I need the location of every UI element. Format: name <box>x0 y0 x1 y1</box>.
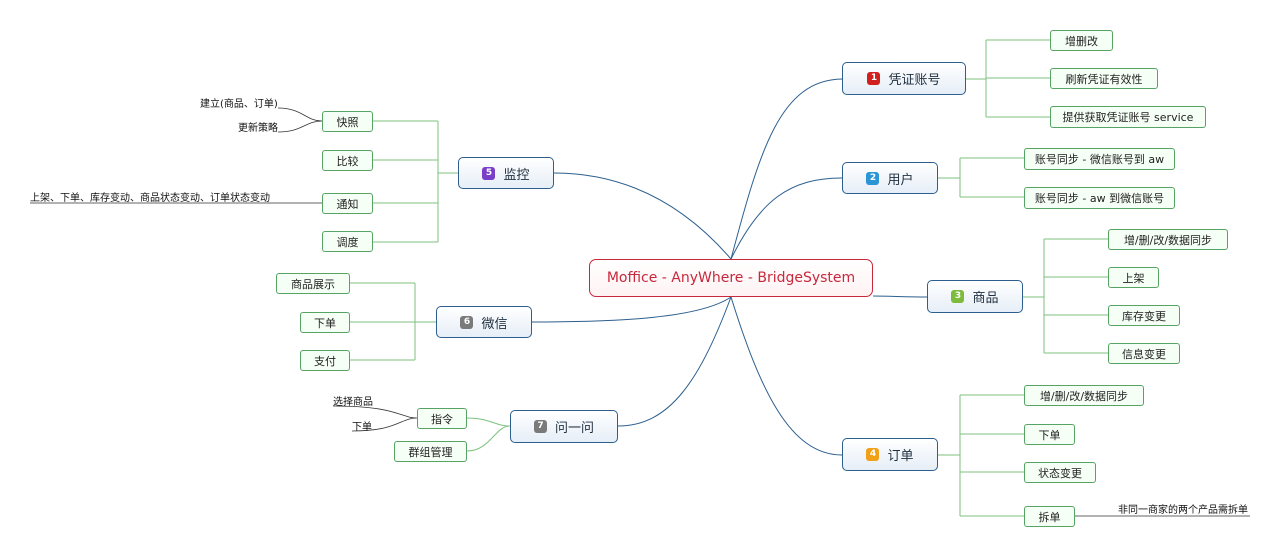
child-label: 下单 <box>314 316 336 330</box>
command-note-select-goods: 选择商品 <box>333 397 373 408</box>
child-label: 账号同步 - 微信账号到 aw <box>1034 153 1165 166</box>
branch-monitor-label: 监控 <box>503 167 530 183</box>
child-label: 通知 <box>336 197 359 211</box>
monitor-child-notify[interactable]: 通知 <box>322 193 373 214</box>
ask-child-group-management[interactable]: 群组管理 <box>394 441 467 462</box>
order-split-note: 非同一商家的两个产品需拆单 <box>1118 505 1248 516</box>
command-note-place-order: 下单 <box>352 422 372 433</box>
priority-4-icon: 4 <box>866 448 880 461</box>
branch-user-label: 用户 <box>887 172 914 188</box>
child-label: 增删改 <box>1065 34 1098 48</box>
child-label: 增/删/改/数据同步 <box>1123 233 1213 247</box>
child-label: 指令 <box>431 412 453 426</box>
child-label: 群组管理 <box>408 445 453 459</box>
child-label: 调度 <box>336 235 359 249</box>
branch-ask-label: 问一问 <box>554 421 594 436</box>
credential-child-refresh[interactable]: 刷新凭证有效性 <box>1050 68 1158 89</box>
priority-7-icon: 7 <box>533 420 547 433</box>
command-note-lines <box>332 405 418 432</box>
order-child-place-order[interactable]: 下单 <box>1024 424 1075 445</box>
child-label: 快照 <box>336 115 359 129</box>
child-label: 提供获取凭证账号 service <box>1062 111 1194 124</box>
snapshot-note-update-policy: 更新策略 <box>238 123 278 134</box>
monitor-children-lines <box>373 120 458 243</box>
goods-child-stock-change[interactable]: 库存变更 <box>1108 305 1180 326</box>
monitor-child-schedule[interactable]: 调度 <box>322 231 373 252</box>
credential-child-crud[interactable]: 增删改 <box>1050 30 1113 51</box>
snapshot-note-lines <box>277 107 323 133</box>
child-label: 支付 <box>314 354 336 368</box>
branch-credential-label: 凭证账号 <box>888 73 941 88</box>
child-label: 账号同步 - aw 到微信账号 <box>1034 192 1165 205</box>
credential-child-service[interactable]: 提供获取凭证账号 service <box>1050 106 1206 128</box>
wechat-child-place-order[interactable]: 下单 <box>300 312 350 333</box>
root-to-goods-line <box>872 295 928 298</box>
child-label: 库存变更 <box>1122 309 1166 323</box>
branch-order-label: 订单 <box>887 449 914 464</box>
priority-1-icon: 1 <box>867 72 881 85</box>
child-label: 上架 <box>1122 271 1145 285</box>
goods-child-crud-sync[interactable]: 增/删/改/数据同步 <box>1108 229 1228 250</box>
branch-user[interactable]: 2 用户 <box>842 162 938 194</box>
child-label: 拆单 <box>1038 510 1061 524</box>
child-label: 比较 <box>336 154 359 168</box>
wechat-child-pay[interactable]: 支付 <box>300 350 350 371</box>
child-label: 状态变更 <box>1038 466 1082 480</box>
root-to-order-line <box>730 296 843 456</box>
child-label: 商品展示 <box>291 277 335 291</box>
child-label: 下单 <box>1038 428 1061 442</box>
ask-child-command[interactable]: 指令 <box>417 408 467 429</box>
branch-order[interactable]: 4 订单 <box>842 438 938 471</box>
priority-6-icon: 6 <box>460 315 474 329</box>
credential-children-lines <box>966 39 1050 118</box>
ask-children-lines <box>466 417 511 452</box>
branch-goods-label: 商品 <box>972 291 999 306</box>
child-label: 信息变更 <box>1122 347 1166 361</box>
snapshot-note-build: 建立(商品、订单) <box>200 99 278 110</box>
root-to-ask-line <box>617 296 732 427</box>
order-child-split[interactable]: 拆单 <box>1024 506 1075 527</box>
root-to-monitor-line <box>553 172 732 260</box>
priority-2-icon: 2 <box>866 171 880 185</box>
monitor-child-snapshot[interactable]: 快照 <box>322 111 373 132</box>
priority-5-icon: 5 <box>482 166 496 180</box>
notify-note-events: 上架、下单、库存变动、商品状态变动、订单状态变动 <box>30 193 270 204</box>
user-child-sync-aw-to-wechat[interactable]: 账号同步 - aw 到微信账号 <box>1024 187 1175 209</box>
order-child-crud-sync[interactable]: 增/删/改/数据同步 <box>1024 385 1144 406</box>
root-node[interactable]: Moffice - AnyWhere - BridgeSystem <box>589 259 873 297</box>
goods-child-info-change[interactable]: 信息变更 <box>1108 343 1180 364</box>
goods-child-shelve[interactable]: 上架 <box>1108 267 1159 288</box>
child-label: 刷新凭证有效性 <box>1065 72 1143 86</box>
wechat-children-lines <box>350 282 436 361</box>
branch-goods[interactable]: 3 商品 <box>927 280 1023 313</box>
user-child-sync-wechat-to-aw[interactable]: 账号同步 - 微信账号到 aw <box>1024 148 1175 170</box>
user-children-lines <box>938 157 1024 198</box>
branch-ask[interactable]: 7 问一问 <box>510 410 618 443</box>
order-children-lines <box>938 394 1024 517</box>
branch-credential[interactable]: 1 凭证账号 <box>842 62 966 95</box>
root-to-wechat-line <box>531 296 732 323</box>
goods-children-lines <box>1023 238 1108 354</box>
root-to-credential-line <box>730 78 843 260</box>
order-child-status-change[interactable]: 状态变更 <box>1024 462 1096 483</box>
branch-monitor[interactable]: 5 监控 <box>458 157 554 189</box>
priority-3-icon: 3 <box>951 290 965 303</box>
child-label: 增/删/改/数据同步 <box>1039 389 1129 403</box>
root-to-user-line <box>730 177 843 260</box>
monitor-child-compare[interactable]: 比较 <box>322 150 373 171</box>
branch-wechat-label: 微信 <box>481 316 508 332</box>
branch-wechat[interactable]: 6 微信 <box>436 306 532 338</box>
root-label: Moffice - AnyWhere - BridgeSystem <box>606 270 856 286</box>
wechat-child-goods-display[interactable]: 商品展示 <box>276 273 350 294</box>
